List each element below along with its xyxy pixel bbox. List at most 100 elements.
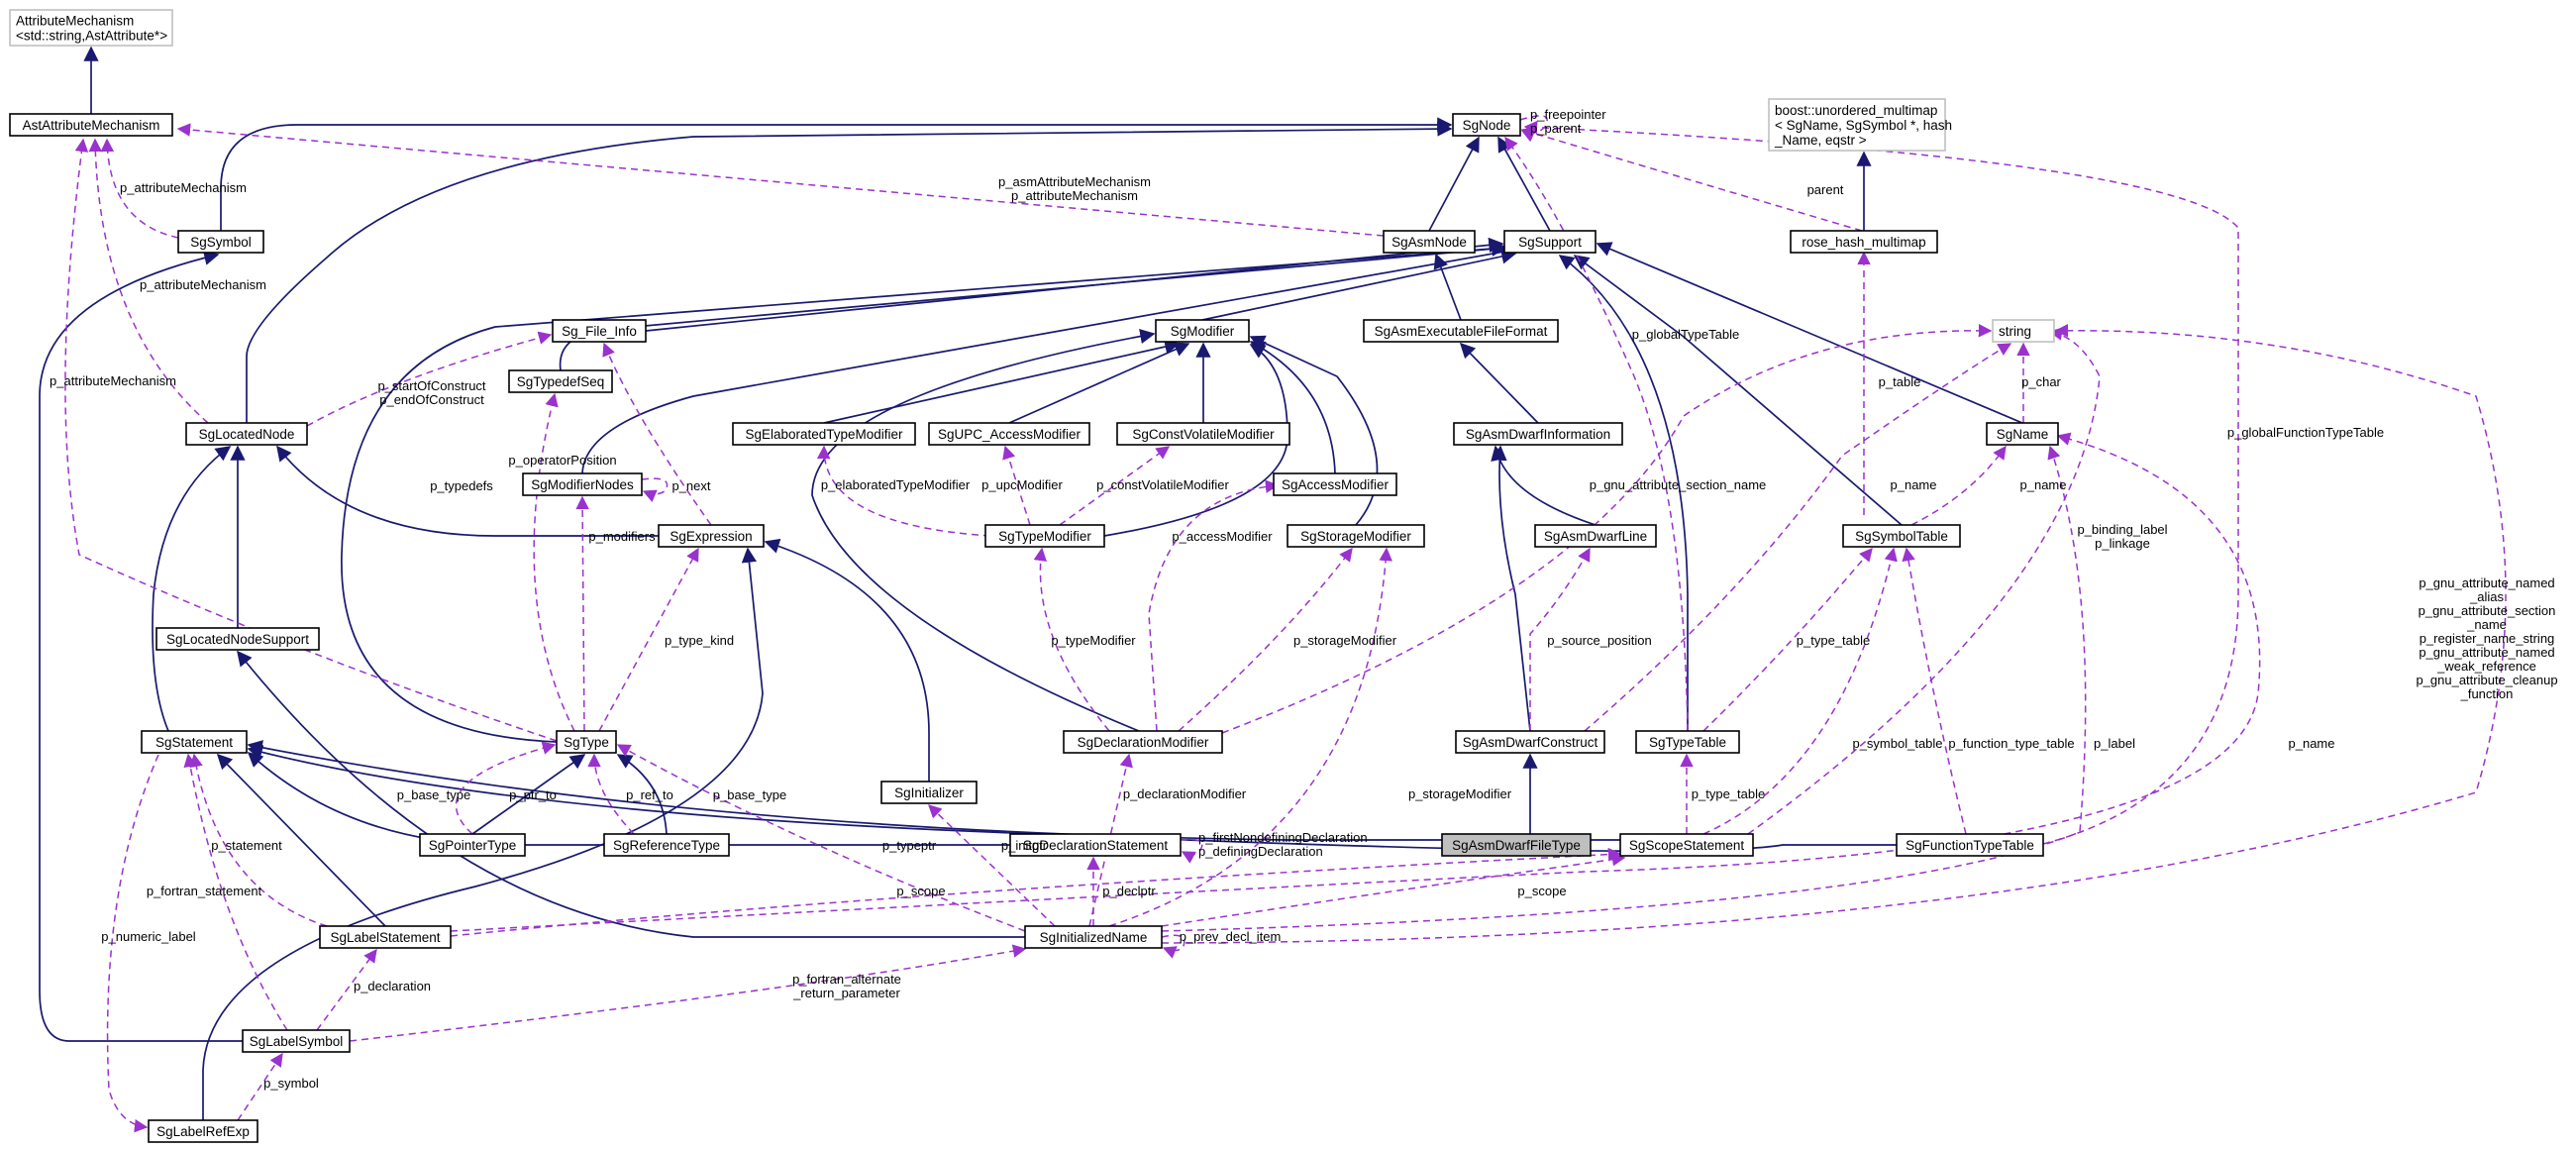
node-sginitializer[interactable]: SgInitializer bbox=[880, 781, 978, 804]
node-sgsupport[interactable]: SgSupport bbox=[1503, 230, 1597, 254]
edge-label-line: p_globalFunctionTypeTable bbox=[2227, 425, 2384, 440]
node-sgasmdwarffiletype[interactable]: SgAsmDwarfFileType bbox=[1441, 833, 1592, 857]
node-sgtypetable[interactable]: SgTypeTable bbox=[1635, 730, 1740, 754]
node-box bbox=[1383, 230, 1476, 254]
edge-label-line: p_declptr bbox=[1102, 884, 1156, 898]
edge-label-line: p_prev_decl_item bbox=[1180, 929, 1282, 944]
node-box bbox=[1790, 230, 1938, 254]
node-sgsymbol[interactable]: SgSymbol bbox=[177, 230, 264, 254]
edge-label-line: p_char bbox=[2021, 374, 2061, 389]
node-sgmodifier[interactable]: SgModifier bbox=[1155, 319, 1250, 343]
edge-label-p-type-table-scope: p_type_table bbox=[1692, 786, 1765, 801]
node-sgdeclarationmodifier[interactable]: SgDeclarationModifier bbox=[1063, 730, 1223, 754]
node-sgstatement[interactable]: SgStatement bbox=[141, 730, 248, 754]
node-box bbox=[1273, 472, 1397, 496]
edge-label-p-base-type-ptr: p_base_type bbox=[397, 787, 470, 802]
node-sgtypedefseq[interactable]: SgTypedefSeq bbox=[508, 369, 613, 393]
node-sgname[interactable]: SgName bbox=[1986, 422, 2059, 446]
node-sgreferencetype[interactable]: SgReferenceType bbox=[603, 833, 730, 857]
edge-label-p-accessmodifier: p_accessModifier bbox=[1172, 529, 1273, 544]
node-sgupc-accessmodifier[interactable]: SgUPC_AccessModifier bbox=[928, 422, 1090, 446]
edge-label-line: p_gnu_attribute_section bbox=[2419, 603, 2556, 618]
node-sglocatednodesupport[interactable]: SgLocatedNodeSupport bbox=[155, 627, 320, 651]
node-sgdeclarationstatement[interactable]: SgDeclarationStatement bbox=[1009, 833, 1182, 857]
node-sgasmdwarfinformation[interactable]: SgAsmDwarfInformation bbox=[1453, 422, 1623, 446]
node-sgsymboltable[interactable]: SgSymbolTable bbox=[1842, 524, 1961, 548]
node-sglabelstatement[interactable]: SgLabelStatement bbox=[319, 925, 452, 949]
edge-label-line: p_typeptr bbox=[882, 838, 937, 853]
node-label: AttributeMechanism bbox=[16, 14, 134, 29]
inheritance-edge-sgtypetable-to-sgsupport bbox=[1558, 255, 1689, 731]
node-sgasmdwarfline[interactable]: SgAsmDwarfLine bbox=[1534, 524, 1657, 548]
usage-edge-sgreferencetype-to-sgtype bbox=[587, 753, 635, 835]
node-rose-hash-multimap[interactable]: rose_hash_multimap bbox=[1790, 230, 1938, 254]
edge-label-line: p_elaboratedTypeModifier bbox=[821, 477, 971, 492]
usage-edge-sgfunctiontypetable-to-sgsymboltable bbox=[1902, 547, 1967, 835]
edge-label-line: p_constVolatileModifier bbox=[1096, 477, 1229, 492]
node-label: SgExpression bbox=[670, 529, 752, 544]
edge-label-line: p_accessModifier bbox=[1172, 529, 1273, 544]
node-sgexpression[interactable]: SgExpression bbox=[658, 524, 765, 548]
node-sgasmexecutablefileformat[interactable]: SgAsmExecutableFileFormat bbox=[1363, 319, 1559, 343]
node-sgstoragemodifier[interactable]: SgStorageModifier bbox=[1287, 524, 1425, 548]
node-sgconstvolatilemodifier[interactable]: SgConstVolatileModifier bbox=[1116, 422, 1290, 446]
node-box bbox=[1534, 524, 1657, 548]
usage-edge-sginitializedname-to-sginitializedname bbox=[1161, 934, 1185, 959]
node-sglabelsymbol[interactable]: SgLabelSymbol bbox=[242, 1029, 351, 1053]
node-label: SgAccessModifier bbox=[1282, 477, 1390, 492]
usage-edge-sgasmnode-to-astattributemechanism bbox=[176, 123, 1385, 237]
edge-label-line: p_ptr_to bbox=[509, 787, 557, 802]
node-attributemechanism[interactable]: AttributeMechanism<std::string,AstAttrib… bbox=[9, 9, 173, 47]
node-box bbox=[556, 730, 617, 754]
node-sgasmdwarfconstruct[interactable]: SgAsmDwarfConstruct bbox=[1455, 730, 1605, 754]
inheritance-edge-sglabelrefexp-to-sgexpression bbox=[202, 547, 764, 1120]
node-label: SgAsmDwarfFileType bbox=[1452, 838, 1581, 853]
node-sglabelrefexp[interactable]: SgLabelRefExp bbox=[148, 1119, 258, 1143]
edge-label-line: _weak_reference bbox=[2436, 659, 2536, 674]
node-sgmodifiernodes[interactable]: SgModifierNodes bbox=[522, 472, 643, 496]
edge-label-line: _function bbox=[2460, 686, 2514, 701]
node-sgtype[interactable]: SgType bbox=[556, 730, 617, 754]
node-label: SgDeclarationStatement bbox=[1023, 838, 1169, 853]
node-sginitializedname[interactable]: SgInitializedName bbox=[1024, 925, 1163, 949]
edge-label-line: p_name bbox=[2289, 736, 2335, 751]
node-label: SgModifier bbox=[1171, 324, 1235, 339]
edge-label-line: parent bbox=[1807, 182, 1844, 197]
usage-edge-sgsymbol-to-astattributemechanism bbox=[100, 138, 179, 239]
node-sgelaboratedtypemodifier[interactable]: SgElaboratedTypeModifier bbox=[732, 422, 916, 446]
node-sgtypemodifier[interactable]: SgTypeModifier bbox=[984, 524, 1105, 548]
usage-edge-sginitializedname-to-sgstoragemodifier bbox=[1108, 547, 1392, 927]
node-sgnode[interactable]: SgNode bbox=[1452, 113, 1521, 137]
node-box bbox=[185, 422, 308, 446]
node-sgfunctiontypetable[interactable]: SgFunctionTypeTable bbox=[1896, 833, 2044, 857]
usage-edge-sglabelsymbol-to-sglabelstatement bbox=[316, 948, 377, 1031]
node-sgfile-info[interactable]: Sg_File_Info bbox=[552, 319, 647, 343]
edge-label-p-typemodifier: p_typeModifier bbox=[1051, 633, 1136, 648]
inheritance-edge-sgstatement-to-sglocatednode bbox=[152, 446, 232, 732]
node-box bbox=[1116, 422, 1290, 446]
edge-label-p-fortran-statement: p_fortran_statement bbox=[147, 884, 262, 898]
usage-edge-sgasmdwarfconstruct-to-sgasmdwarfline bbox=[1529, 547, 1591, 731]
node-sglocatednode[interactable]: SgLocatedNode bbox=[185, 422, 308, 446]
usage-edge-sgtypetable-to-sgsymboltable bbox=[1702, 547, 1873, 732]
inheritance-edge-sglabelstatement-to-sgstatement bbox=[216, 753, 386, 927]
edge-label-line: p_name bbox=[2020, 477, 2067, 492]
node-box bbox=[880, 781, 978, 804]
node-string[interactable]: string bbox=[1992, 319, 2055, 343]
inheritance-edge-sgdeclarationmodifier-to-sgmodifier bbox=[811, 328, 1156, 732]
node-astattributemechanism[interactable]: AstAttributeMechanism bbox=[9, 113, 173, 137]
node-sgpointertype[interactable]: SgPointerType bbox=[419, 833, 526, 857]
edge-label-p-table: p_table bbox=[1879, 374, 1921, 389]
edge-label-p-gnu-attribute-section-name: p_gnu_attribute_section_name bbox=[1590, 477, 1767, 492]
node-sgaccessmodifier[interactable]: SgAccessModifier bbox=[1273, 472, 1397, 496]
edge-label-p-asmattributemechanism: p_asmAttributeMechanismp_attributeMechan… bbox=[998, 174, 1151, 203]
inheritance-edge-sgstoragemodifier-to-sgmodifier bbox=[1249, 335, 1379, 526]
node-label: SgTypeModifier bbox=[998, 529, 1091, 544]
node-sgasmnode[interactable]: SgAsmNode bbox=[1383, 230, 1476, 254]
node-box bbox=[1155, 319, 1250, 343]
node-boost-multimap[interactable]: boost::unordered_multimap< SgName, SgSym… bbox=[1768, 98, 1952, 152]
node-sgscopestatement[interactable]: SgScopeStatement bbox=[1619, 833, 1754, 857]
node-box bbox=[1619, 833, 1754, 857]
edge-label-line: p_scope bbox=[1517, 884, 1566, 898]
